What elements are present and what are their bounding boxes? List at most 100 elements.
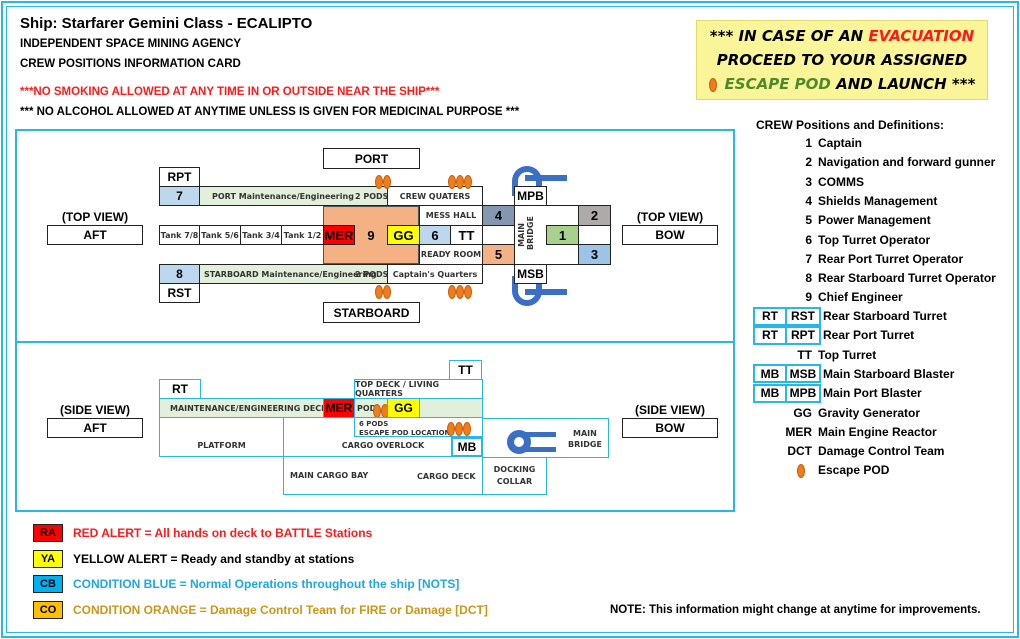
- card-title: CREW POSITIONS INFORMATION CARD: [20, 58, 241, 70]
- seat-1: 1: [546, 225, 579, 245]
- starboard-label: STARBOARD: [323, 302, 420, 323]
- gravity-generator: GG: [387, 225, 420, 245]
- definition-label: Escape POD: [818, 463, 890, 478]
- escape-pod-icon: [447, 421, 455, 436]
- position-label: Navigation and forward gunner: [818, 155, 996, 170]
- position-code: 2: [805, 155, 812, 170]
- docking-collar: DOCKING COLLAR: [482, 457, 547, 495]
- definition-code: TT: [797, 347, 812, 362]
- seat-2: 2: [578, 205, 611, 226]
- definition-prefix: MB: [753, 364, 787, 384]
- crew-heading: CREW Positions and Definitions:: [756, 118, 944, 132]
- tank-5-6: Tank 5/6: [199, 225, 241, 245]
- tank-3-4: Tank 3/4: [240, 225, 282, 245]
- six-pods-label: 6 PODS: [359, 420, 389, 428]
- definition-label: Main Starboard Blaster: [823, 366, 955, 381]
- definition-label: Rear Starboard Turret: [823, 309, 947, 323]
- note: NOTE: This information might change at a…: [610, 604, 981, 616]
- main-bridge-label-2: BRIDGE: [568, 440, 602, 449]
- no-smoking-rule: ***NO SMOKING ALLOWED AT ANY TIME IN OR …: [20, 86, 440, 98]
- evacuation-notice: *** IN CASE OF AN EVACUATION PROCEED TO …: [696, 20, 988, 100]
- platform: PLATFORM: [159, 417, 284, 457]
- port-maintenance: PORT Maintenance/Engineering: [199, 186, 387, 206]
- port-pods: [375, 173, 391, 191]
- seat-5: 5: [482, 244, 515, 265]
- definition-code: RPT: [787, 325, 821, 345]
- main-bridge-label-1: MAIN: [573, 429, 597, 438]
- escape-pod-icon: [456, 174, 464, 189]
- escape-pod-icon: [383, 174, 391, 189]
- alert-badge: CB: [33, 575, 63, 593]
- seat-4: 4: [482, 205, 515, 226]
- escape-pod-icon: [373, 403, 381, 418]
- definition-code: GG: [793, 405, 812, 420]
- evac-line2: PROCEED TO YOUR ASSIGNED: [716, 51, 968, 69]
- alert-badge: RA: [33, 524, 63, 542]
- main-bridge-label: MAIN BRIDGE: [517, 216, 535, 250]
- position-code: 3: [805, 174, 812, 189]
- aft-label: AFT: [47, 225, 143, 245]
- tank-1-2: Tank 1/2: [281, 225, 324, 245]
- definition-label: Gravity Generator: [818, 405, 921, 420]
- docking-collar-label-2: COLLAR: [496, 477, 533, 486]
- maintenance-deck-label: MAINTENANCE/ENGINEERING DECK: [170, 403, 328, 413]
- captains-quarters: Captain's Quarters: [387, 264, 483, 284]
- position-label: Rear Port Turret Operator: [818, 251, 964, 266]
- definition-code: MER: [785, 424, 812, 439]
- alert-badge: YA: [33, 549, 63, 568]
- definition-row: Escape POD: [750, 461, 889, 479]
- escape-pod-icon: [464, 174, 472, 189]
- alert-badge: CO: [33, 600, 63, 619]
- escape-pod-icon: [464, 284, 472, 299]
- position-label: Top Turret Operator: [818, 232, 931, 247]
- six-pods: [447, 420, 471, 438]
- alert-text: CONDITION ORANGE = Damage Control Team f…: [73, 602, 488, 617]
- escape-pod-icon: [448, 284, 456, 299]
- definition-prefix: MB: [753, 383, 787, 403]
- escape-pod-icon: [455, 421, 463, 436]
- docking-collar-icon: [507, 430, 531, 454]
- tank-7-8: Tank 7/8: [159, 225, 200, 245]
- alert-text: RED ALERT = All hands on deck to BATTLE …: [73, 526, 373, 540]
- evac-escape-pod: ESCAPE POD: [724, 75, 831, 93]
- position-code: 1: [805, 136, 812, 150]
- port-blaster-barrel: [525, 175, 567, 181]
- cargo-overlock-label: CARGO OVERLOCK: [341, 440, 425, 450]
- definition-label: Main Port Blaster: [823, 386, 922, 401]
- side-aft-label: AFT: [47, 418, 143, 438]
- definition-prefix: RT: [753, 306, 787, 326]
- msb-blaster: MSB: [514, 264, 547, 284]
- inner-frame: [6, 6, 1014, 633]
- position-label: Chief Engineer: [818, 290, 903, 305]
- position-label: Captain: [818, 136, 863, 150]
- rt-turret: RT: [159, 379, 201, 399]
- definition-prefix: RT: [753, 325, 787, 345]
- position-label: Power Management: [818, 213, 931, 228]
- cargo-deck-label: CARGO DECK: [417, 472, 476, 481]
- docking-arm-bottom: [522, 447, 556, 452]
- side-mer: MER: [323, 398, 355, 418]
- crew-position-row: 1 Captain: [750, 134, 862, 152]
- position-label: Shields Management: [818, 193, 938, 208]
- seat-8: 8: [159, 264, 200, 284]
- starboard-maintenance: STARBOARD Maintenance/Engineering: [199, 264, 387, 284]
- starboard-pods: [375, 283, 391, 301]
- escape-pod-icon: [797, 463, 805, 478]
- position-code: 9: [805, 290, 812, 305]
- top-turret: TT: [450, 225, 483, 245]
- port-label: PORT: [323, 148, 420, 169]
- definition-code: DCT: [787, 444, 812, 459]
- side-main-blaster: MB: [451, 437, 483, 457]
- docking-collar-label-1: DOCKING: [493, 465, 536, 474]
- mpb-blaster: MPB: [514, 186, 547, 206]
